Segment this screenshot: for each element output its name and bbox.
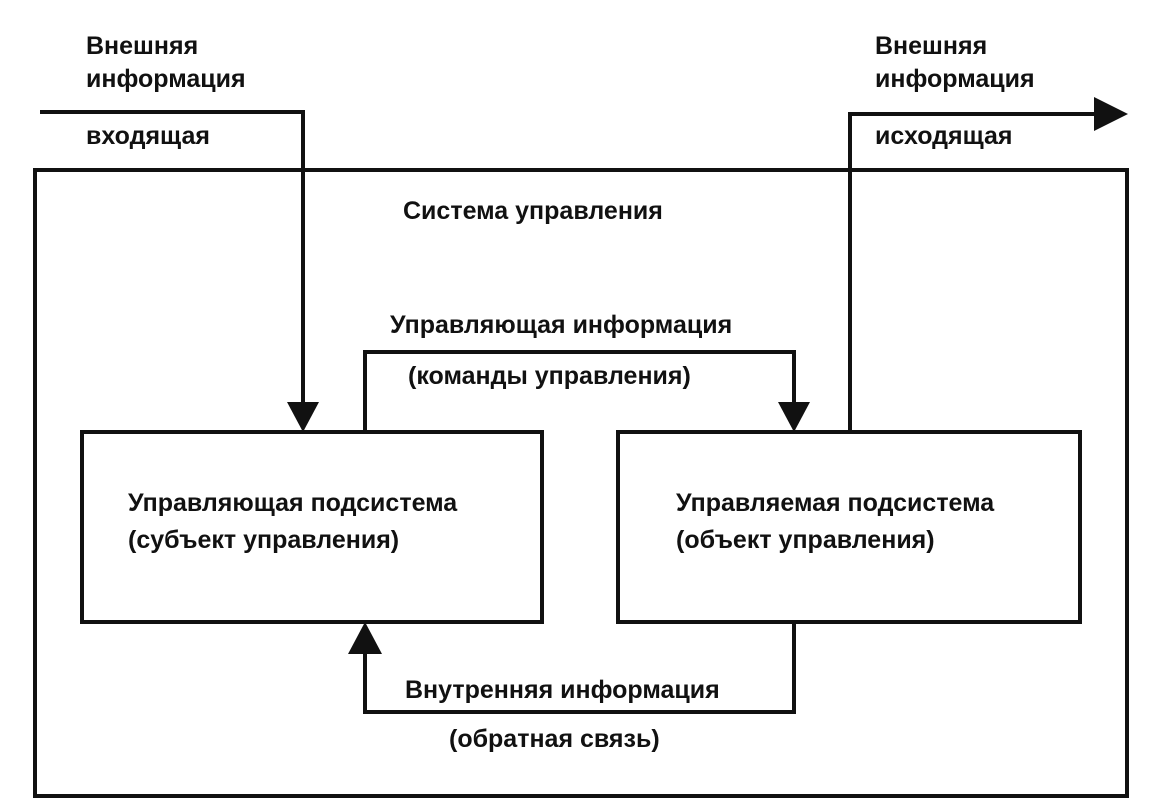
object-box-line2: (объект управления) (676, 526, 935, 554)
control-info-line2: (команды управления) (408, 362, 691, 390)
feedback-line (363, 622, 796, 714)
internal-info-line2: (обратная связь) (449, 725, 660, 753)
outgoing-arrowhead (1094, 97, 1128, 131)
subject-box-border (80, 430, 544, 624)
subject-box-line1: Управляющая подсистема (128, 489, 458, 517)
external-in-line2: информация (86, 65, 246, 93)
control-arrowhead (778, 402, 810, 432)
incoming-arrowhead (287, 402, 319, 432)
subject-box-line2: (субъект управления) (128, 526, 400, 554)
external-out-line2: информация (875, 65, 1035, 93)
external-in-line3: входящая (86, 122, 210, 150)
control-info-line (363, 350, 796, 432)
external-out-line3: исходящая (875, 122, 1013, 150)
external-out-line1: Внешняя (875, 32, 988, 60)
system-title: Система управления (403, 197, 663, 225)
outgoing-info-line (848, 112, 1098, 432)
internal-info-line1: Внутренняя информация (405, 676, 720, 704)
incoming-info-line (40, 110, 305, 405)
object-box-line1: Управляемая подсистема (676, 489, 995, 517)
system-boundary (33, 168, 1129, 798)
feedback-arrowhead (348, 622, 382, 654)
external-in-line1: Внешняя (86, 32, 199, 60)
control-info-line1: Управляющая информация (390, 311, 733, 339)
